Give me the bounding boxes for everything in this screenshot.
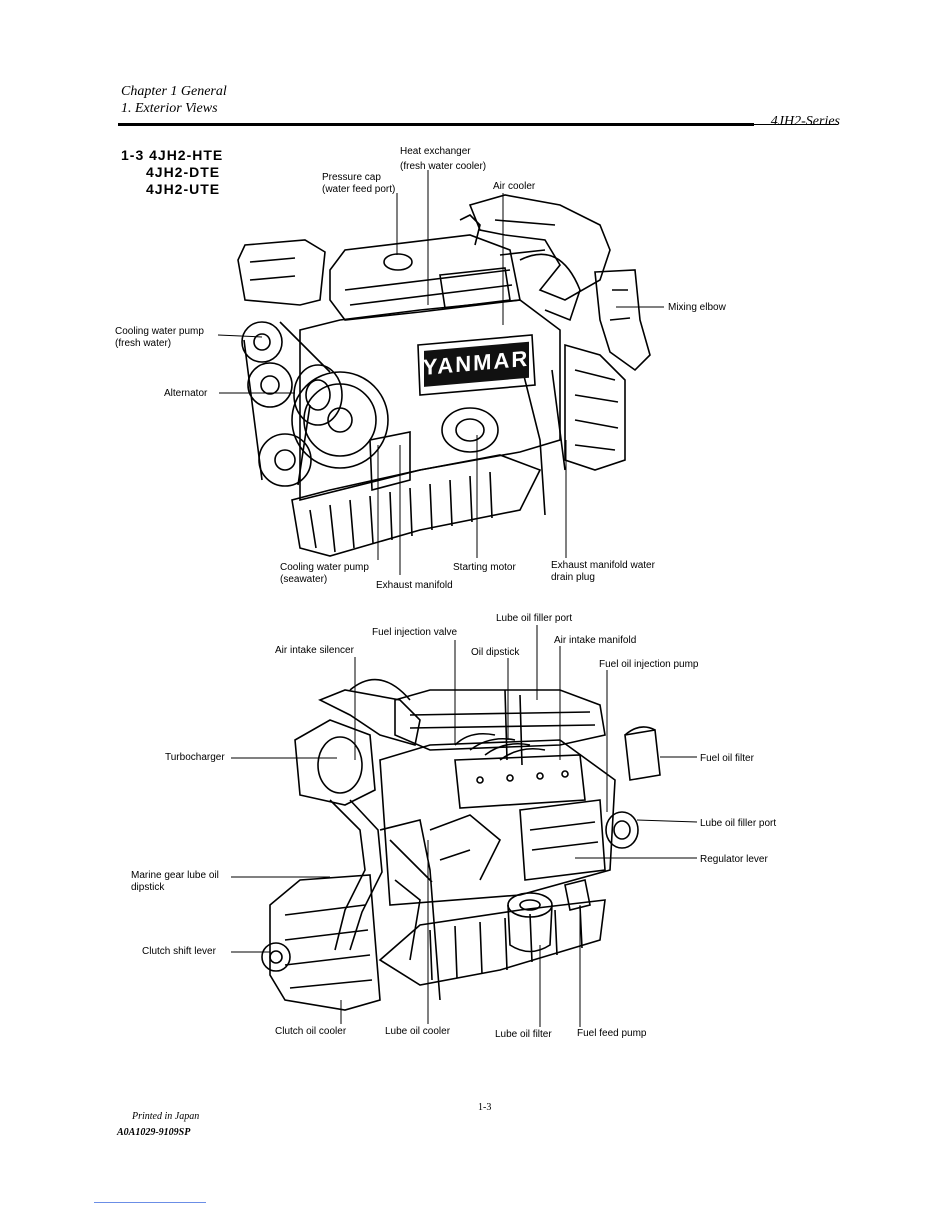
label-turbocharger: Turbocharger: [165, 752, 225, 763]
label-lube-oil-filler-top: Lube oil filler port: [496, 613, 573, 624]
label-regulator-lever: Regulator lever: [700, 854, 768, 865]
label-heat-exchanger: Heat exchanger (fresh water cooler): [400, 146, 487, 172]
chapter-title: Chapter 1 General: [121, 84, 227, 99]
model-3: 4JH2-UTE: [146, 181, 221, 197]
label-cooling-pump-fresh: Cooling water pump (fresh water): [115, 326, 204, 349]
label-clutch-oil-cooler: Clutch oil cooler: [275, 1026, 347, 1037]
label-mixing-elbow: Mixing elbow: [668, 302, 726, 313]
series-title: 4JH2-Series: [770, 114, 840, 129]
footer-code: A0A1029-9109SP: [117, 1127, 191, 1138]
label-cooling-pump-sea: Cooling water pump (seawater): [280, 562, 369, 585]
brand-plate: YANMAR: [423, 341, 529, 387]
label-fuel-feed-pump: Fuel feed pump: [577, 1028, 647, 1039]
label-marine-gear-dipstick: Marine gear lube oil dipstick: [131, 870, 219, 893]
label-fuel-injection-valve: Fuel injection valve: [372, 627, 458, 638]
label-exhaust-drain-plug: Exhaust manifold water drain plug: [551, 560, 655, 583]
label-lube-oil-filler-side: Lube oil filler port: [700, 818, 777, 829]
label-clutch-shift-lever: Clutch shift lever: [142, 946, 216, 957]
label-fuel-oil-filter: Fuel oil filter: [700, 753, 754, 764]
label-lube-oil-cooler: Lube oil cooler: [385, 1026, 451, 1037]
page-number: 1-3: [478, 1102, 492, 1113]
label-starting-motor: Starting motor: [453, 562, 516, 573]
model-1: 4JH2-HTE: [149, 147, 224, 163]
label-lube-oil-filter: Lube oil filter: [495, 1029, 552, 1040]
header-rule-thin: [754, 124, 838, 125]
label-fuel-injection-pump: Fuel oil injection pump: [599, 659, 699, 670]
section-number: 1-3: [121, 147, 145, 163]
label-exhaust-manifold: Exhaust manifold: [376, 580, 453, 591]
label-alternator: Alternator: [164, 388, 208, 399]
footer-divider: [94, 1202, 206, 1203]
model-heading: 1-3 4JH2-HTE 4JH2-DTE 4JH2-UTE: [121, 147, 223, 198]
label-pressure-cap: Pressure cap (water feed port): [322, 172, 396, 195]
label-air-intake-silencer: Air intake silencer: [275, 645, 354, 656]
header-rule: [118, 123, 754, 126]
label-oil-dipstick: Oil dipstick: [471, 647, 520, 658]
section-title: 1. Exterior Views: [121, 101, 218, 116]
footer-printed: Printed in Japan: [132, 1111, 200, 1122]
label-air-intake-manifold: Air intake manifold: [554, 635, 637, 646]
model-2: 4JH2-DTE: [146, 164, 221, 180]
label-air-cooler: Air cooler: [493, 181, 536, 192]
